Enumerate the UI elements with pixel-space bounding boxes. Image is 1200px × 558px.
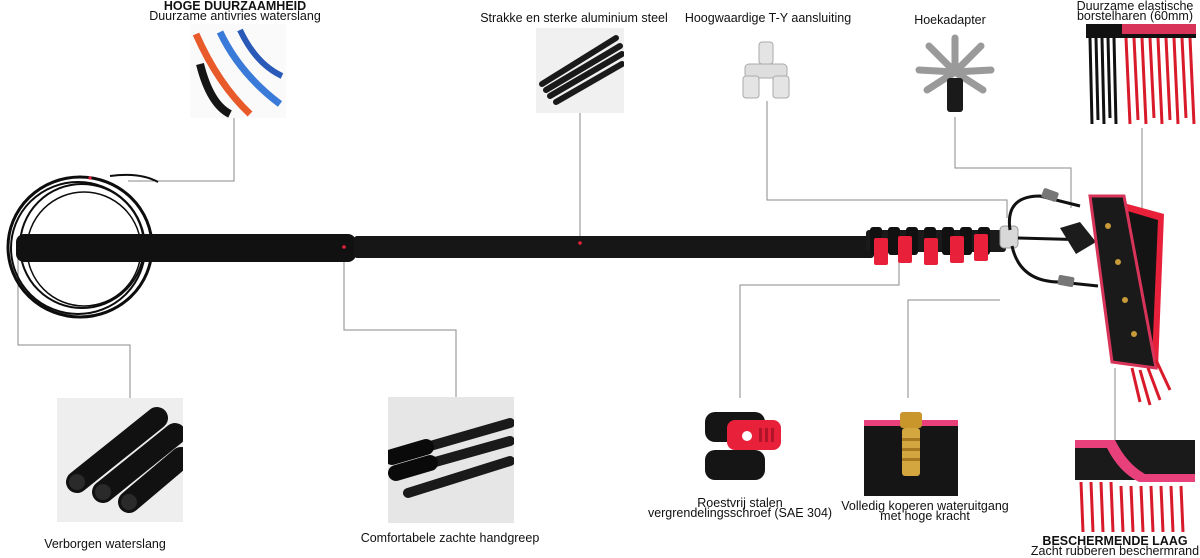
bristles-text-line2: borstelharen (60mm) — [1076, 9, 1193, 23]
water-hose-icon — [190, 24, 286, 118]
ty-connector-icon — [737, 38, 795, 101]
aluminium-text: Strakke en sterke aluminium steel — [480, 11, 668, 25]
leader-lines — [17, 101, 1143, 440]
aluminium-tubes-icon — [536, 28, 624, 113]
ty-connector-text: Hoogwaardige T-Y aansluiting — [684, 11, 852, 25]
soft-grip-icon — [388, 397, 514, 523]
protective-layer-text: Zacht rubberen beschermrand — [1030, 544, 1200, 558]
angle-adapter-text: Hoekadapter — [914, 13, 986, 27]
protective-layer-title: BESCHERMENDE LAAG — [1042, 534, 1188, 548]
copper-outlet-icon — [864, 412, 958, 496]
durability-text: Duurzame antivries waterslang — [149, 9, 321, 23]
pole-middle — [354, 236, 874, 258]
soft-grip-text: Comfortabele zachte handgreep — [360, 531, 540, 545]
angle-adapter-icon — [915, 32, 995, 117]
rubber-edge-icon — [1075, 440, 1195, 532]
lock-clamps — [870, 227, 990, 265]
lock-screw-text-line1: Roestvrij stalen — [697, 496, 783, 510]
foam-tubes-icon — [57, 398, 183, 522]
bristles-icon — [1086, 24, 1196, 128]
bristles-text-line1: Duurzame elastische — [1076, 0, 1194, 13]
lock-screw-text-line2: vergrendelingsschroef (SAE 304) — [647, 506, 833, 520]
brush-head — [1088, 194, 1172, 406]
lock-clamp-icon — [697, 398, 783, 494]
copper-outlet-text-line1: Volledig koperen wateruitgang — [841, 499, 1009, 513]
durability-title: HOGE DUURZAAMHEID — [163, 0, 307, 13]
hidden-hose-text: Verborgen waterslang — [44, 537, 166, 551]
angle-adapter — [1060, 222, 1096, 254]
copper-outlet-text-line2: met hoge kracht — [880, 509, 970, 523]
foam-handle — [16, 234, 356, 262]
